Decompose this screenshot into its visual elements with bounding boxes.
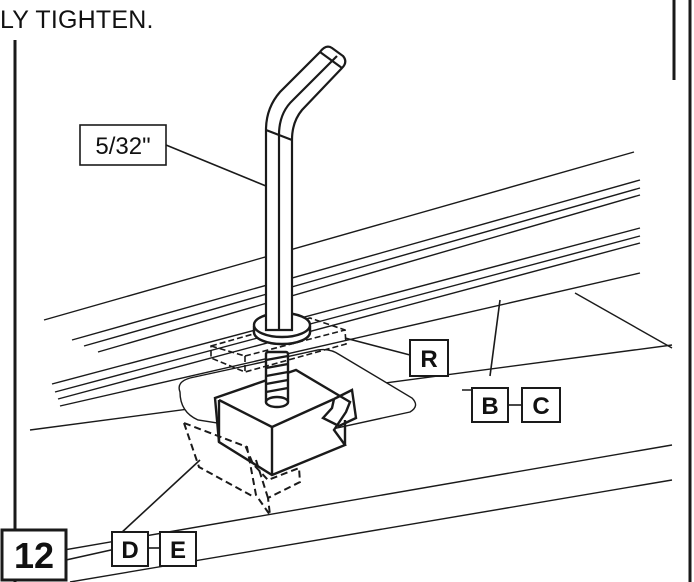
part-b-label: B [481,393,498,420]
instruction-text: LY TIGHTEN. [0,6,154,34]
step-number-box: 12 [0,528,68,582]
leader-lines [65,144,536,561]
part-r-label: R [420,346,437,373]
callout-part-b: B [471,387,509,423]
part-d-label: D [121,537,138,564]
part-c-label: C [532,393,549,420]
step-number: 12 [14,535,54,576]
clamp-block-edges [217,388,358,475]
callout-part-r: R [409,339,449,377]
callout-part-e: E [159,531,197,567]
bolt-threads [264,350,290,409]
clamp-hidden [183,422,302,516]
wrench-size-label: 5/32" [95,133,150,160]
callout-wrench-size: 5/32" [79,124,167,166]
callout-part-c: C [521,387,561,423]
part-e-label: E [170,537,186,564]
panel-frame [13,0,692,582]
washer-plate [210,317,347,373]
hex-key-icon [264,45,347,332]
callout-part-d: D [111,531,149,567]
